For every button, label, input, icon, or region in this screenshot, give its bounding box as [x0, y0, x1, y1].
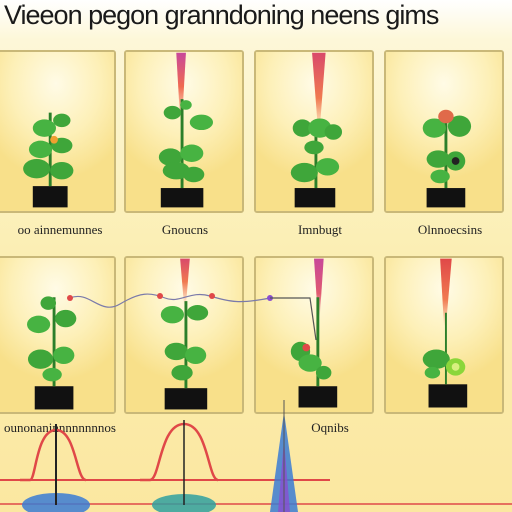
plant-illustration [422, 258, 468, 408]
caption-row1-2: Gnoucns [161, 222, 209, 237]
panel-row1-4 [384, 50, 504, 213]
panel-row1-2 [124, 50, 244, 213]
caption-row1-3: Imnbugt [297, 222, 343, 237]
panel-row2-1 [0, 256, 116, 414]
panel-row2-2 [124, 256, 244, 414]
caption-row2-2 [130, 420, 240, 436]
caption-row2-4 [396, 420, 504, 436]
plant-illustration [290, 52, 343, 208]
plant-illustration [27, 296, 77, 410]
panel-row1-1 [0, 50, 116, 213]
plant-illustration [422, 109, 472, 208]
panel-row2-4 [384, 256, 504, 414]
plant-illustration [158, 52, 213, 208]
panel-row2-3 [254, 256, 374, 414]
caption-row1-4: Olnnoecsins [417, 222, 483, 237]
plant-illustration [160, 258, 209, 410]
caption-row2-1: ounonaninnnnnnnnos [4, 420, 116, 435]
caption-row1-1: oo ainnemunnes [17, 222, 103, 237]
diagram-title: Vieeon pegon granndoning neens gims [4, 0, 439, 30]
plant-illustration [290, 258, 338, 408]
caption-row2-3: Oqnibs [311, 420, 349, 435]
panel-row1-3 [254, 50, 374, 213]
plant-illustration [23, 112, 74, 208]
